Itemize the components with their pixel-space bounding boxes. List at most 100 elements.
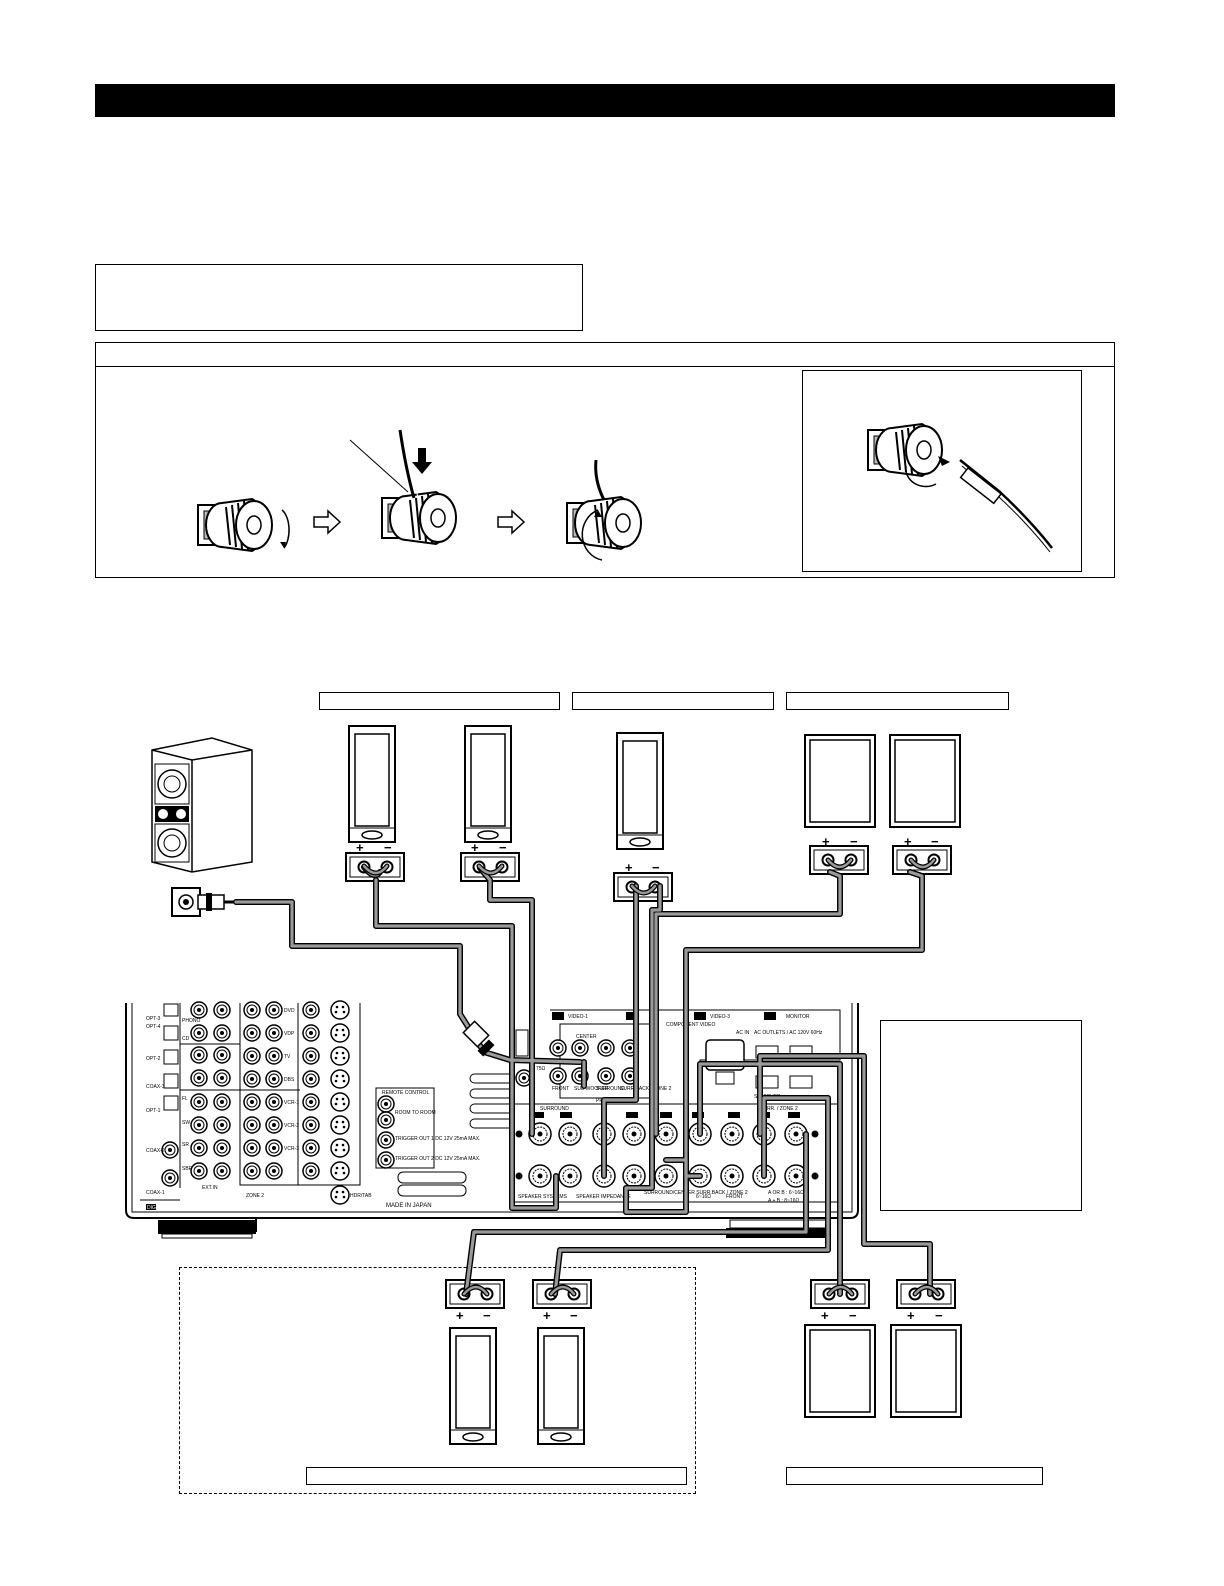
speaker-systems-label: SPEAKER SYSTEMS bbox=[518, 1194, 568, 1200]
label-vdp: VDP bbox=[284, 1031, 295, 1037]
preout-center-label: CENTER bbox=[576, 1034, 597, 1040]
plus-mark: + bbox=[543, 1308, 551, 1323]
preout-front-label: FRONT bbox=[552, 1086, 569, 1092]
minus-mark: − bbox=[935, 1308, 943, 1323]
label-sw: SW bbox=[182, 1120, 190, 1126]
minus-mark: − bbox=[931, 834, 939, 849]
label-phono: PHONO bbox=[182, 1018, 200, 1024]
plus-mark: + bbox=[625, 860, 633, 875]
front-b-right-terminal bbox=[896, 1279, 956, 1309]
minus-mark: − bbox=[652, 860, 660, 875]
label-zone2: ZONE 2 bbox=[246, 1193, 264, 1199]
panel-left-labels: OPT-3 OPT-4 PHONO CD OPT-2 COAX-3 OPT-1 … bbox=[146, 1008, 372, 1211]
banana-plug-illustration bbox=[867, 423, 1053, 553]
label-tv: TV bbox=[284, 1054, 291, 1060]
front-b-left-speaker bbox=[804, 1324, 876, 1418]
banana-plug-inset bbox=[802, 370, 1082, 572]
note-box bbox=[95, 264, 583, 331]
speaker-surr-zone2-label: SURR. / ZONE 2 bbox=[760, 1106, 798, 1112]
label-opt3: OPT-3 bbox=[146, 1016, 161, 1022]
plus-mark: + bbox=[907, 1308, 915, 1323]
zone2-dashed-region bbox=[179, 1267, 696, 1494]
surround-right-speaker bbox=[889, 734, 961, 828]
label-fl: FL bbox=[182, 1096, 188, 1102]
polarity-marks-top: + − + − + − + − + − bbox=[356, 834, 939, 875]
label-opt1: OPT-1 bbox=[146, 1108, 161, 1114]
surround-back-left-terminal bbox=[445, 1279, 505, 1309]
label-sbr: SBR bbox=[182, 1166, 193, 1172]
svg-text:75Ω: 75Ω bbox=[536, 1066, 546, 1072]
ac-outlets-label: AC OUTLETS / AC 120V 60Hz bbox=[754, 1030, 823, 1036]
label-center-speaker bbox=[572, 692, 774, 710]
minus-mark: − bbox=[849, 1308, 857, 1323]
plus-mark: + bbox=[821, 1308, 829, 1323]
label-front-speakers-a bbox=[319, 692, 560, 710]
plus-mark: + bbox=[471, 840, 479, 855]
speaker-impedance-label: SPEAKER IMPEDANCE bbox=[576, 1194, 631, 1200]
minus-mark: − bbox=[384, 840, 392, 855]
surround-back-left-speaker bbox=[449, 1327, 497, 1445]
terminal-step-1-illustration bbox=[197, 498, 290, 552]
label-vcr3: VCR-3 bbox=[284, 1146, 299, 1152]
plus-mark: + bbox=[822, 834, 830, 849]
front-a-right-speaker bbox=[464, 725, 512, 843]
video1-label: VIDEO-1 bbox=[568, 1014, 588, 1020]
speaker-front-label: FRONT bbox=[726, 1194, 743, 1200]
side-note-box bbox=[880, 1020, 1082, 1211]
speaker-surround-label: SURROUND bbox=[540, 1106, 569, 1112]
center-terminal bbox=[613, 872, 673, 902]
connecting-terminals-heading-row bbox=[96, 343, 1114, 367]
preout-surround-label: SURROUND bbox=[596, 1086, 625, 1092]
speaker-surrcenter-label: SURROUND/CENTER SURR.BACK / ZONE 2 bbox=[644, 1190, 748, 1196]
surround-back-right-terminal bbox=[532, 1279, 592, 1309]
label-vcr1: VCR-1 bbox=[284, 1100, 299, 1106]
front-a-left-speaker bbox=[348, 725, 396, 843]
monitor-label: MONITOR bbox=[786, 1014, 810, 1020]
label-dbs: DBS bbox=[284, 1077, 295, 1083]
subwoofer-input-jack bbox=[171, 887, 236, 917]
label-surround-speakers bbox=[786, 692, 1009, 710]
receiver-rear-panel: OPT-3 OPT-4 PHONO CD OPT-2 COAX-3 OPT-1 … bbox=[125, 1000, 859, 1239]
label-coax2: COAX-2 bbox=[146, 1148, 165, 1154]
label-opt4: OPT-4 bbox=[146, 1024, 161, 1030]
surround-back-right-speaker bbox=[537, 1327, 585, 1445]
room-to-room-label: ROOM TO ROOM bbox=[395, 1110, 436, 1116]
vent-slots bbox=[469, 1073, 515, 1129]
surround-left-terminal bbox=[809, 845, 869, 875]
minus-mark: − bbox=[483, 1308, 491, 1323]
plus-mark: + bbox=[356, 840, 364, 855]
remote-control-block: REMOTE CONTROL ROOM TO ROOM TRIGGER OUT … bbox=[375, 1087, 481, 1209]
label-cd: CD bbox=[182, 1036, 190, 1042]
speaker-a-plus-b-label: A + B : 8~16Ω bbox=[768, 1198, 800, 1204]
trigger-out-2-label: TRIGGER OUT 2 DC 12V 25mA MAX. bbox=[395, 1156, 481, 1162]
made-in-label: MADE IN JAPAN bbox=[386, 1203, 432, 1209]
label-surround-back-speakers bbox=[306, 1467, 687, 1485]
video3-label: VIDEO-3 bbox=[710, 1014, 730, 1020]
minus-mark: − bbox=[570, 1308, 578, 1323]
label-hdr-tab: HDR/TAB bbox=[350, 1193, 372, 1199]
speaker-cables bbox=[233, 857, 941, 1297]
label-opt2: OPT-2 bbox=[146, 1056, 161, 1062]
preout-subwoofer-label: SUB WOOFER bbox=[574, 1086, 609, 1092]
speaker-a-or-b-label: A OR B : 6~16Ω bbox=[768, 1190, 804, 1196]
front-b-right-speaker bbox=[890, 1324, 962, 1418]
plus-mark: + bbox=[456, 1308, 464, 1323]
terminal-step-2-illustration bbox=[349, 429, 457, 545]
plus-mark: + bbox=[904, 834, 912, 849]
rca-plug bbox=[462, 1020, 495, 1057]
trigger-out-1-label: TRIGGER OUT 1 DC 12V 25mA MAX. bbox=[395, 1136, 481, 1142]
label-coax3: COAX-3 bbox=[146, 1084, 165, 1090]
label-sr: SR bbox=[182, 1142, 189, 1148]
terminal-step-3-illustration bbox=[566, 459, 642, 561]
title-bar bbox=[95, 84, 1115, 117]
subwoofer-illustration bbox=[151, 737, 253, 873]
remote-control-heading: REMOTE CONTROL bbox=[382, 1090, 429, 1096]
right-arrow-icon bbox=[497, 509, 526, 535]
label-front-speakers-b bbox=[786, 1467, 1043, 1485]
minus-mark: − bbox=[850, 834, 858, 849]
label-vcr2: VCR-2 bbox=[284, 1123, 299, 1129]
ac-in-label: AC IN bbox=[736, 1030, 750, 1036]
minus-mark: − bbox=[499, 840, 507, 855]
label-dvd: DVD bbox=[284, 1008, 295, 1014]
